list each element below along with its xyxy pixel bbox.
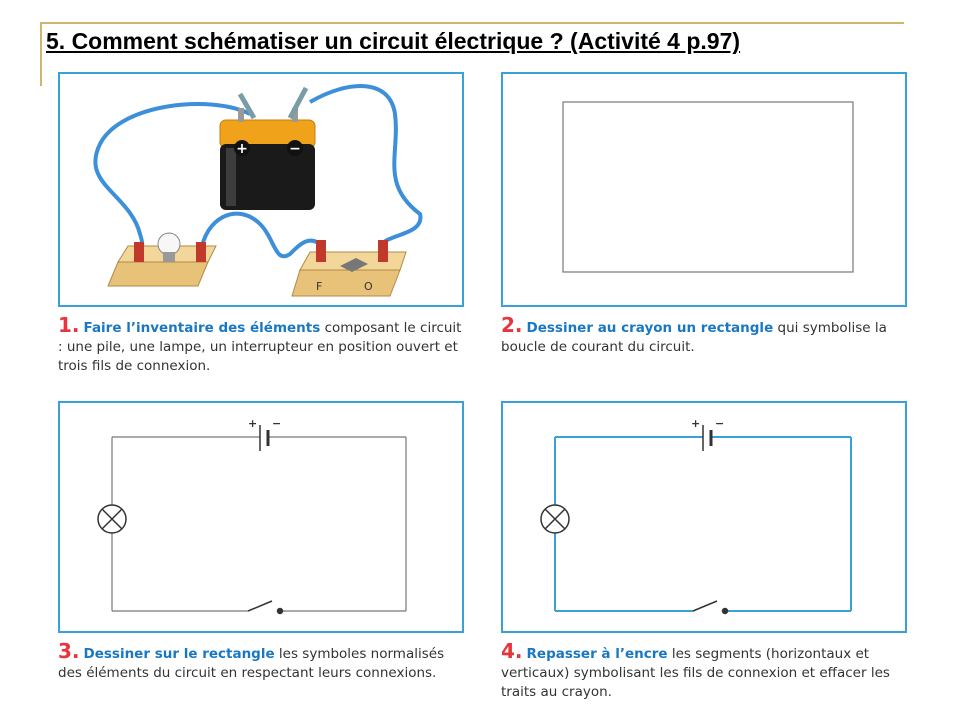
step-1-text: composant le circuit : une pile, une lam…: [58, 320, 462, 374]
panel-pencil-rectangle: [501, 72, 907, 307]
switch: F O: [291, 240, 407, 297]
battery-symbol-minus: −: [272, 417, 281, 430]
battery-symbol: + −: [691, 417, 724, 451]
battery: + −: [219, 86, 316, 210]
step-4-text: les segments (horizontaux et verticaux) …: [501, 646, 890, 700]
pencil-circuit-lines: [111, 436, 407, 612]
pencil-rectangle-diagram: [562, 101, 854, 273]
step-1-caption: 1.Faire l’inventaire des éléments compos…: [58, 313, 468, 376]
wire-bottom: [200, 211, 324, 259]
step-3-number: 3.: [58, 639, 80, 663]
pencil-symbols-diagram: + −: [97, 417, 407, 615]
lamp-symbol: [540, 504, 570, 534]
ink-schematic-diagram: + −: [540, 417, 852, 615]
panel-pencil-symbols: + −: [58, 401, 464, 633]
battery-symbol-plus: +: [248, 417, 257, 430]
title-rule-left: [40, 22, 42, 86]
step-3-text: les symboles normalisés des éléments du …: [58, 646, 445, 681]
step-3-caption: 3.Dessiner sur le rectangle les symboles…: [58, 639, 468, 683]
step-3-keyword: Dessiner sur le rectangle: [83, 646, 275, 662]
step-4-number: 4.: [501, 639, 523, 663]
panel-ink-schematic: + −: [501, 401, 907, 633]
battery-symbol-minus: −: [715, 417, 724, 430]
switch-symbol: [692, 600, 729, 615]
step-2-caption: 2.Dessiner au crayon un rectangle qui sy…: [501, 313, 911, 357]
step-4-caption: 4.Repasser à l’encre les segments (horiz…: [501, 639, 911, 702]
page-title: 5. Comment schématiser un circuit électr…: [46, 28, 741, 54]
panel-real-circuit: + − F O: [58, 72, 464, 307]
step-1-number: 1.: [58, 313, 80, 337]
step-2-keyword: Dessiner au crayon un rectangle: [526, 320, 774, 336]
switch-label-o: O: [364, 280, 373, 293]
step-2-number: 2.: [501, 313, 523, 337]
battery-minus-label: −: [289, 141, 301, 157]
step-2-text: qui symbolise la boucle de courant du ci…: [501, 320, 887, 355]
battery-plus-label: +: [236, 141, 248, 157]
ink-circuit-lines: [554, 436, 852, 612]
wire-right: [309, 84, 423, 246]
step-4-keyword: Repasser à l’encre: [526, 646, 668, 662]
step-1-keyword: Faire l’inventaire des éléments: [83, 320, 321, 336]
title-rule-top: [40, 22, 904, 24]
real-circuit-illustration: + − F O: [93, 84, 423, 297]
battery-symbol: + −: [248, 417, 281, 451]
pencil-rectangle: [562, 101, 854, 273]
lamp-holder: [107, 232, 217, 287]
lamp-symbol: [97, 504, 127, 534]
battery-symbol-plus: +: [691, 417, 700, 430]
switch-symbol: [247, 600, 284, 615]
switch-label-f: F: [316, 280, 322, 293]
title-bar: 5. Comment schématiser un circuit électr…: [0, 0, 960, 90]
